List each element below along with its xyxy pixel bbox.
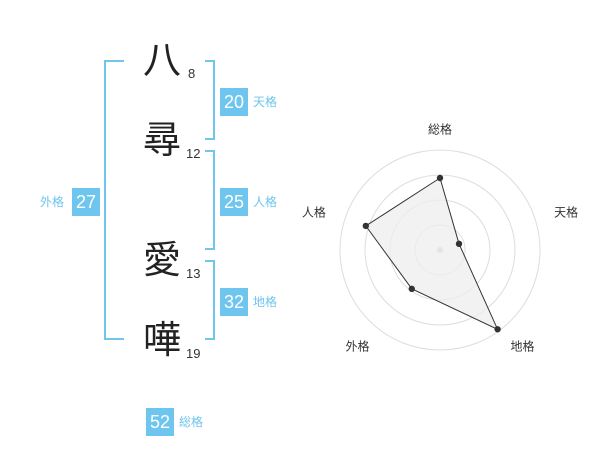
radar-axis-label-2: 天格 [554,204,578,219]
radar-axis-label-4: 外格 [345,339,369,354]
jinkaku-label: 人格 [253,195,278,209]
gaikaku-value: 27 [72,188,100,216]
radar-point-2 [455,240,463,248]
stroke-count-1: 8 [188,66,196,81]
gaikaku-label: 外格 [40,195,65,209]
radar-ring [339,149,541,351]
name-char-3: 愛 [143,238,182,282]
radar-point-3 [494,326,501,333]
chikaku-value: 32 [220,288,248,316]
name-char-4: 嘩 [143,318,182,362]
radar-point-5 [362,222,370,230]
tenkaku-value: 20 [220,88,248,116]
stroke-count-3: 13 [186,266,201,281]
radar-point-4 [408,285,415,293]
tenkaku-label: 天格 [253,95,278,109]
chikaku-bracket [205,260,215,340]
radar-series-shape [365,177,499,331]
radar-axis-label-1: 総格 [428,122,452,137]
chikaku-label: 地格 [253,295,278,309]
soukaku-label: 総格 [179,415,204,429]
tenkaku-bracket [205,60,215,140]
radar-point-1 [436,174,444,182]
soukaku-value: 52 [146,408,174,436]
gaikaku-bracket [104,60,124,340]
name-char-2: 尋 [143,118,182,162]
radar-axis-label-3: 地格 [511,339,535,354]
radar-axis-label-5: 人格 [302,204,326,219]
jinkaku-value: 25 [220,188,248,216]
stroke-count-2: 12 [186,146,201,161]
name-char-1: 八 [143,38,182,82]
stroke-count-4: 19 [186,346,201,361]
jinkaku-bracket [205,150,215,250]
